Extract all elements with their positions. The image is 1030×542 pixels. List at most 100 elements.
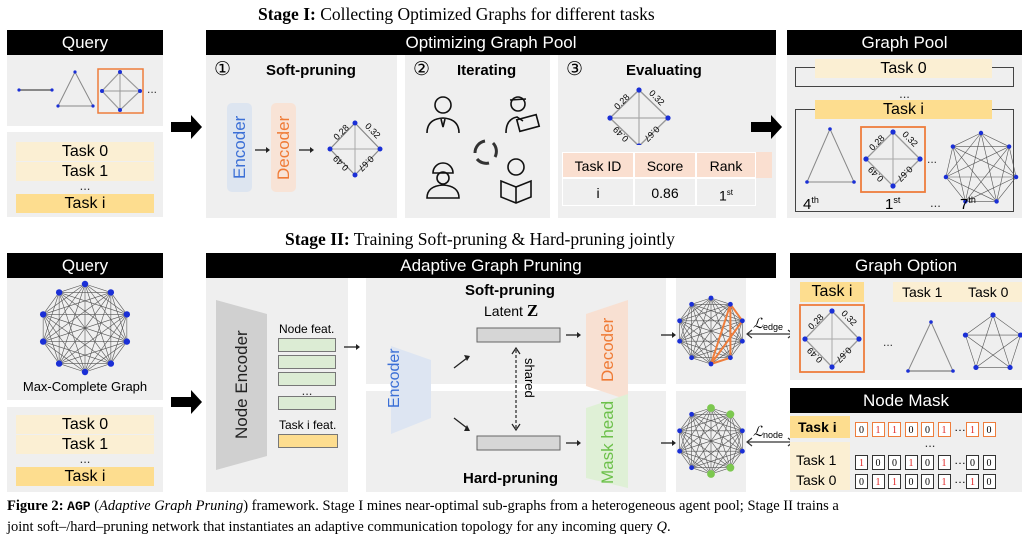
svg-text:0.32: 0.32 — [839, 308, 858, 327]
mask-head-label: Mask head — [598, 400, 617, 484]
feature-vector — [278, 355, 336, 369]
graph-edge — [679, 304, 692, 342]
svg-text:node: node — [763, 430, 783, 440]
mask-cell: 1 — [871, 422, 885, 437]
graph-edge — [42, 314, 86, 373]
step-iterating: ② Iterating — [405, 55, 550, 218]
graph-edge — [43, 314, 127, 342]
graph-edge — [710, 430, 743, 475]
stage2-query-graph: Max-Complete Graph — [7, 278, 163, 400]
graph-edge — [59, 363, 86, 373]
graph-edge — [975, 334, 1021, 368]
graph-edge — [992, 314, 1021, 336]
task-i: Task i — [16, 467, 154, 486]
graph-edge — [110, 292, 128, 315]
graph-node — [677, 448, 683, 454]
graph-edge — [679, 407, 712, 432]
graph-edge — [952, 146, 966, 202]
graph-node — [689, 355, 695, 361]
graph-edge — [710, 297, 731, 305]
mask-cell: 0 — [921, 455, 934, 470]
graph-edge — [679, 414, 692, 431]
graph-edge — [679, 451, 692, 468]
graph-node — [107, 289, 115, 296]
mask-cell: 1 — [871, 474, 885, 489]
graph-edge — [679, 341, 692, 358]
latent-vector-soft — [476, 327, 561, 343]
evaluated-graph: 0.28 0.32 0.49 0.67 — [607, 87, 671, 145]
mask-cell: 0 — [921, 474, 934, 489]
node-encoder-block — [216, 300, 267, 470]
shared-encoder-block — [391, 346, 431, 434]
graph-edge — [42, 292, 112, 342]
graph-node — [739, 448, 745, 454]
task-feature-vector — [278, 434, 338, 448]
graph-edge — [965, 146, 1010, 202]
agp-header: Adaptive Graph Pruning — [206, 253, 776, 278]
graph-node — [1006, 144, 1012, 149]
mask-cell: 0 — [904, 474, 918, 489]
graph-edge — [679, 407, 712, 452]
graph-edge — [980, 132, 1017, 178]
graph-edge — [691, 357, 712, 365]
graph-node — [123, 311, 131, 318]
query-graph-sequence: ... — [17, 68, 157, 114]
option-diamond-graph: 0.28 0.32 0.49 0.67 — [802, 308, 862, 370]
max-complete-graph-label: Max-Complete Graph — [22, 379, 148, 394]
figure-caption: Figure 2: AGP (Adaptive Graph Pruning) f… — [7, 498, 839, 535]
graph-edge — [43, 292, 111, 315]
graph-node — [677, 338, 683, 344]
graph-node — [708, 295, 714, 301]
mask-cell: 1 — [855, 455, 868, 470]
big-arrow-icon — [171, 390, 202, 414]
mask-cell: 0 — [982, 422, 996, 437]
edge-weight: 0.32 — [363, 121, 382, 140]
graph-node — [739, 318, 745, 324]
graph-edge — [84, 292, 112, 373]
mask-cell: 1 — [966, 422, 979, 437]
option-task-0: Task 0 — [968, 284, 1009, 300]
arrow-icon — [577, 440, 581, 446]
rank-7th: 7th — [960, 195, 976, 213]
mask-cell: 0 — [966, 455, 979, 470]
step-soft-pruning: ① Soft-pruning Encoder Decoder 0.28 0.32… — [206, 55, 397, 218]
step2-number: ② — [413, 58, 431, 80]
engineer-drawing-icon — [505, 96, 541, 134]
step2-title: Iterating — [457, 62, 517, 79]
graph-node — [81, 368, 89, 376]
selected-graph-box — [97, 68, 144, 114]
graph-edge — [1008, 146, 1017, 178]
graph-edge — [691, 340, 743, 358]
svg-text:edge: edge — [763, 322, 783, 332]
graph-edge — [945, 146, 1010, 178]
graph-edge — [691, 414, 743, 432]
graph-option-header: Graph Option — [790, 253, 1022, 278]
svg-text:ℒ: ℒ — [753, 315, 764, 331]
mask-cell: 1 — [888, 474, 901, 489]
rank-ellipsis: ... — [930, 195, 941, 210]
stage1-query-graphs: ... — [7, 55, 163, 126]
selected-node — [726, 463, 735, 472]
graph-edge — [1009, 334, 1021, 368]
svg-text:...: ... — [927, 152, 937, 166]
graph-edge — [945, 146, 954, 178]
graph-edge — [84, 283, 111, 293]
svg-text:...: ... — [883, 335, 893, 349]
graph-edge — [679, 414, 692, 452]
node-masked-graph — [677, 404, 745, 478]
graph-edge — [992, 314, 1011, 368]
graph-edge — [59, 341, 127, 364]
graph-edge — [952, 146, 997, 202]
edge-weight: 0.32 — [647, 88, 666, 107]
graph-edge — [84, 363, 111, 373]
graph-edge — [980, 132, 1010, 147]
edge-weight: 0.28 — [612, 92, 631, 111]
decoder-block: Decoder — [271, 103, 296, 192]
task-1: Task 1 — [16, 162, 154, 181]
graph-edge — [691, 430, 743, 468]
arrow-icon — [310, 147, 314, 153]
graph-edge — [945, 176, 997, 202]
